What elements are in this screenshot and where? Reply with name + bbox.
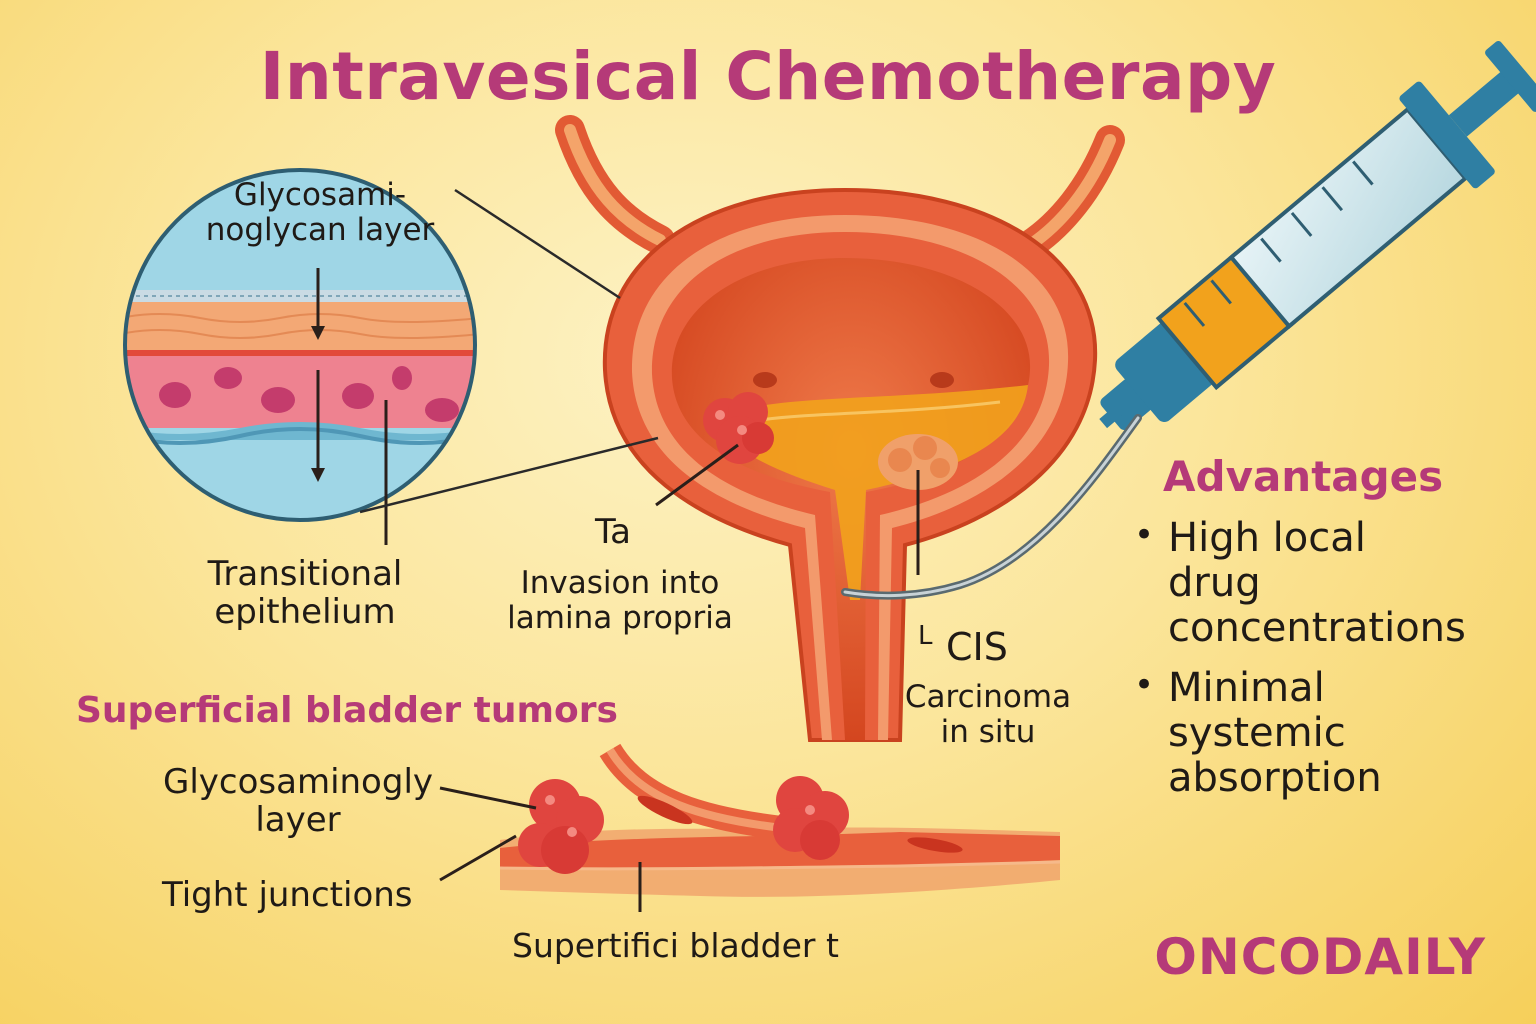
inset-connectors: [359, 188, 659, 514]
cis-description-label: Carcinoma in situ: [904, 679, 1072, 750]
bullet-marker: •: [1134, 665, 1155, 706]
bullet-marker: •: [1134, 515, 1155, 555]
bladder: [602, 187, 1098, 742]
ureters: [555, 115, 1125, 260]
tumor-leaders: [655, 443, 920, 575]
superficial-tumors: [518, 776, 849, 874]
superficial-bottom-label: Supertifici bladder t: [512, 926, 839, 965]
syringe: [1099, 41, 1536, 430]
advantages-heading: Advantages: [1163, 452, 1444, 501]
cis-tumor: [878, 434, 958, 490]
cis-marker: L: [918, 621, 933, 651]
ta-description-label: Invasion into lamina propria: [507, 565, 733, 636]
gag-layer-label: Glycosami- noglycan layer: [205, 177, 435, 248]
cis-code-label: CIS: [946, 625, 1008, 669]
superficial-heading: Superficial bladder tumors: [76, 690, 618, 731]
advantage-text: High local drug concentrations: [1168, 515, 1466, 651]
advantage-text: Minimal systemic absorption: [1168, 665, 1382, 801]
page-title: Intravesical Chemotherapy: [259, 38, 1277, 115]
superficial-gag-label: Glycosaminogly layer: [162, 762, 434, 841]
ta-code-label: Ta: [595, 512, 631, 552]
tight-junctions-label: Tight junctions: [162, 875, 413, 915]
advantage-item: • Minimal systemic absorption: [1130, 666, 1528, 800]
transitional-epithelium-label: Transitional epithelium: [207, 554, 403, 633]
tissue-inset: [123, 168, 477, 545]
advantage-item: • High local drug concentrations: [1130, 516, 1528, 650]
brand-logo-text: ONCODAILY: [1154, 928, 1486, 986]
advantages-list: • High local drug concentrations • Minim…: [1130, 516, 1528, 817]
superficial-leaders: [439, 786, 642, 912]
